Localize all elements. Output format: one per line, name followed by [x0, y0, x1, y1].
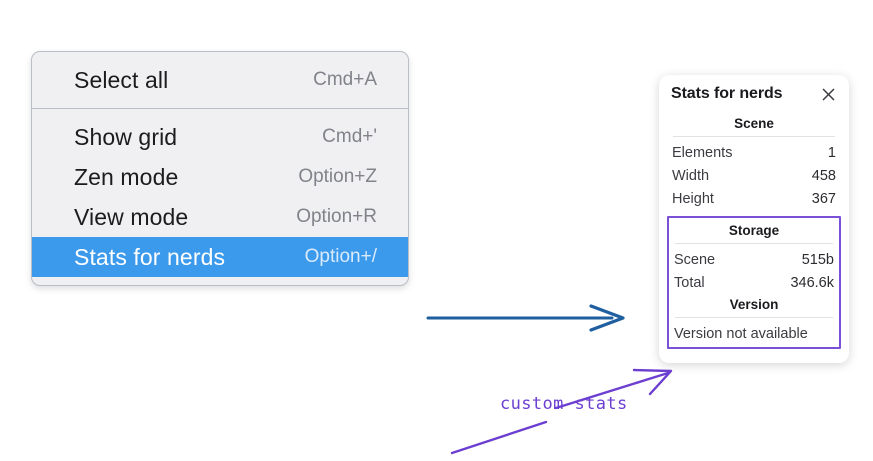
- purple-underline-stroke: [450, 420, 548, 455]
- stat-value: 458: [811, 167, 836, 184]
- stat-row-storage-total: Total 346.6k: [673, 271, 835, 294]
- stat-label: Elements: [672, 144, 733, 161]
- menu-item-stats-for-nerds[interactable]: Stats for nerds Option+/: [32, 237, 408, 277]
- stat-row-storage-scene: Scene 515b: [673, 248, 835, 271]
- close-icon[interactable]: [820, 86, 837, 103]
- version-section-rule: [675, 317, 833, 318]
- stat-value: 346.6k: [790, 274, 834, 291]
- menu-item-shortcut: Option+/: [304, 246, 377, 267]
- custom-stats-annotation-label: custom stats: [500, 394, 628, 414]
- menu-item-shortcut: Cmd+A: [313, 69, 377, 90]
- menu-item-zen-mode[interactable]: Zen mode Option+Z: [32, 157, 408, 197]
- stat-label: Width: [672, 167, 710, 184]
- scene-section-rule: [673, 136, 835, 137]
- menu-group-2: Show grid Cmd+' Zen mode Option+Z View m…: [32, 108, 408, 285]
- menu-item-shortcut: Option+Z: [298, 166, 377, 187]
- menu-item-label: Select all: [74, 66, 169, 93]
- stat-label: Total: [674, 274, 705, 291]
- menu-item-shortcut: Option+R: [296, 206, 377, 227]
- custom-stats-outline: Storage Scene 515b Total 346.6k Version …: [667, 216, 841, 349]
- stats-panel-header: Stats for nerds: [671, 85, 837, 103]
- storage-section-heading: Storage: [728, 223, 780, 238]
- stats-for-nerds-panel: Stats for nerds Scene Elements 1 Width 4…: [659, 75, 849, 363]
- scene-section-heading: Scene: [734, 116, 774, 131]
- menu-item-shortcut: Cmd+': [322, 126, 377, 147]
- menu-item-select-all[interactable]: Select all Cmd+A: [32, 60, 408, 100]
- menu-item-show-grid[interactable]: Show grid Cmd+': [32, 117, 408, 157]
- blue-arrow: [426, 304, 625, 332]
- menu-group-1: Select all Cmd+A: [32, 52, 408, 108]
- menu-item-label: Show grid: [74, 123, 178, 150]
- menu-item-label: Zen mode: [74, 163, 179, 190]
- stat-row-elements: Elements 1: [671, 141, 837, 164]
- context-menu[interactable]: Select all Cmd+A Show grid Cmd+' Zen mod…: [31, 51, 409, 286]
- menu-item-label: Stats for nerds: [74, 243, 226, 270]
- storage-section-rule: [675, 243, 833, 244]
- menu-item-view-mode[interactable]: View mode Option+R: [32, 197, 408, 237]
- menu-item-label: View mode: [74, 203, 189, 230]
- stat-row-width: Width 458: [671, 164, 837, 187]
- stat-label: Scene: [674, 251, 716, 268]
- stat-row-height: Height 367: [671, 187, 837, 210]
- stat-value: 367: [811, 190, 836, 207]
- stat-value: 515b: [801, 251, 834, 268]
- stat-value: 1: [827, 144, 836, 161]
- stat-label: Height: [672, 190, 714, 207]
- version-section-heading: Version: [729, 297, 779, 312]
- version-value: Version not available: [674, 326, 808, 342]
- stats-panel-title: Stats for nerds: [671, 85, 783, 102]
